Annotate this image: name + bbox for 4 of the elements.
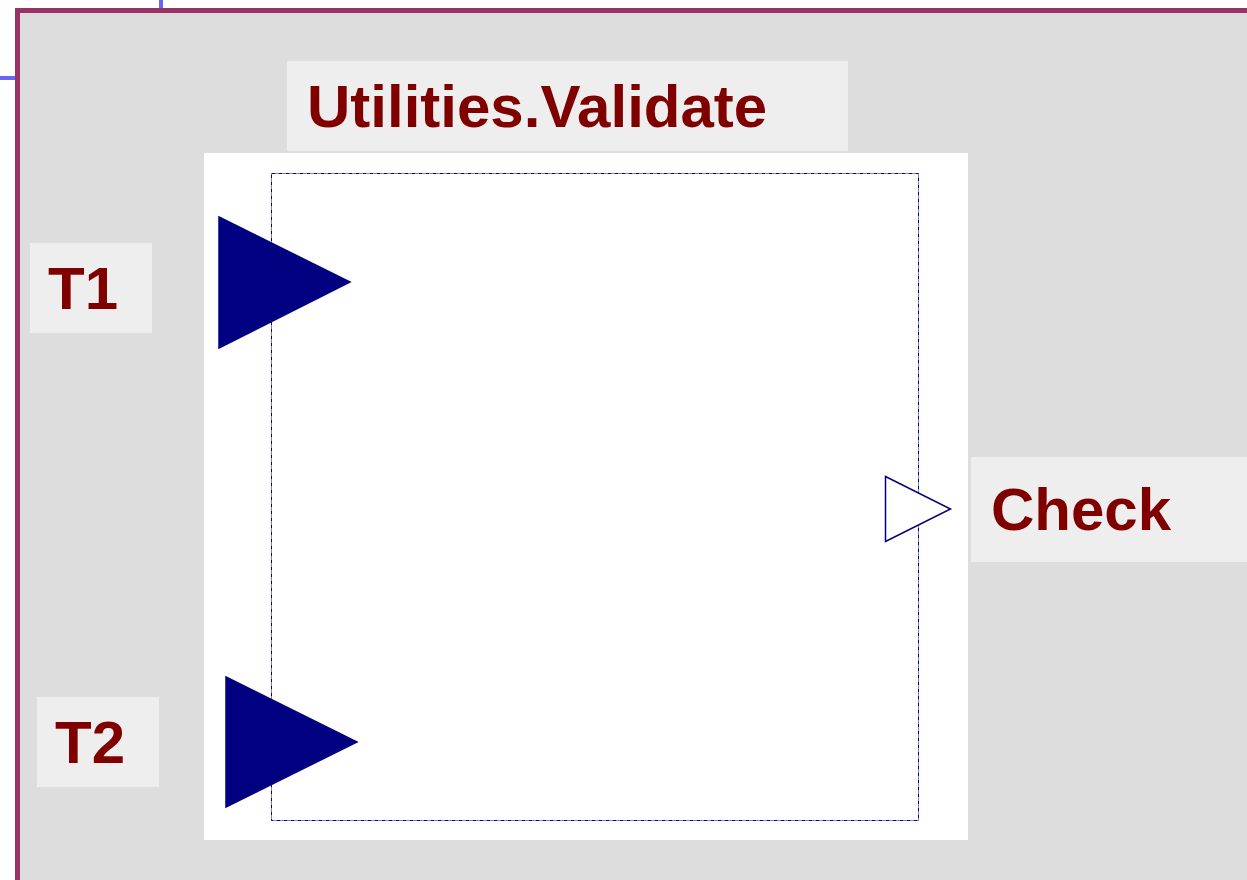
port-label: Check <box>971 457 1247 562</box>
block-title: Utilities.Validate <box>287 61 848 151</box>
port-label: T2 <box>37 697 159 787</box>
port-label: T1 <box>30 243 152 333</box>
